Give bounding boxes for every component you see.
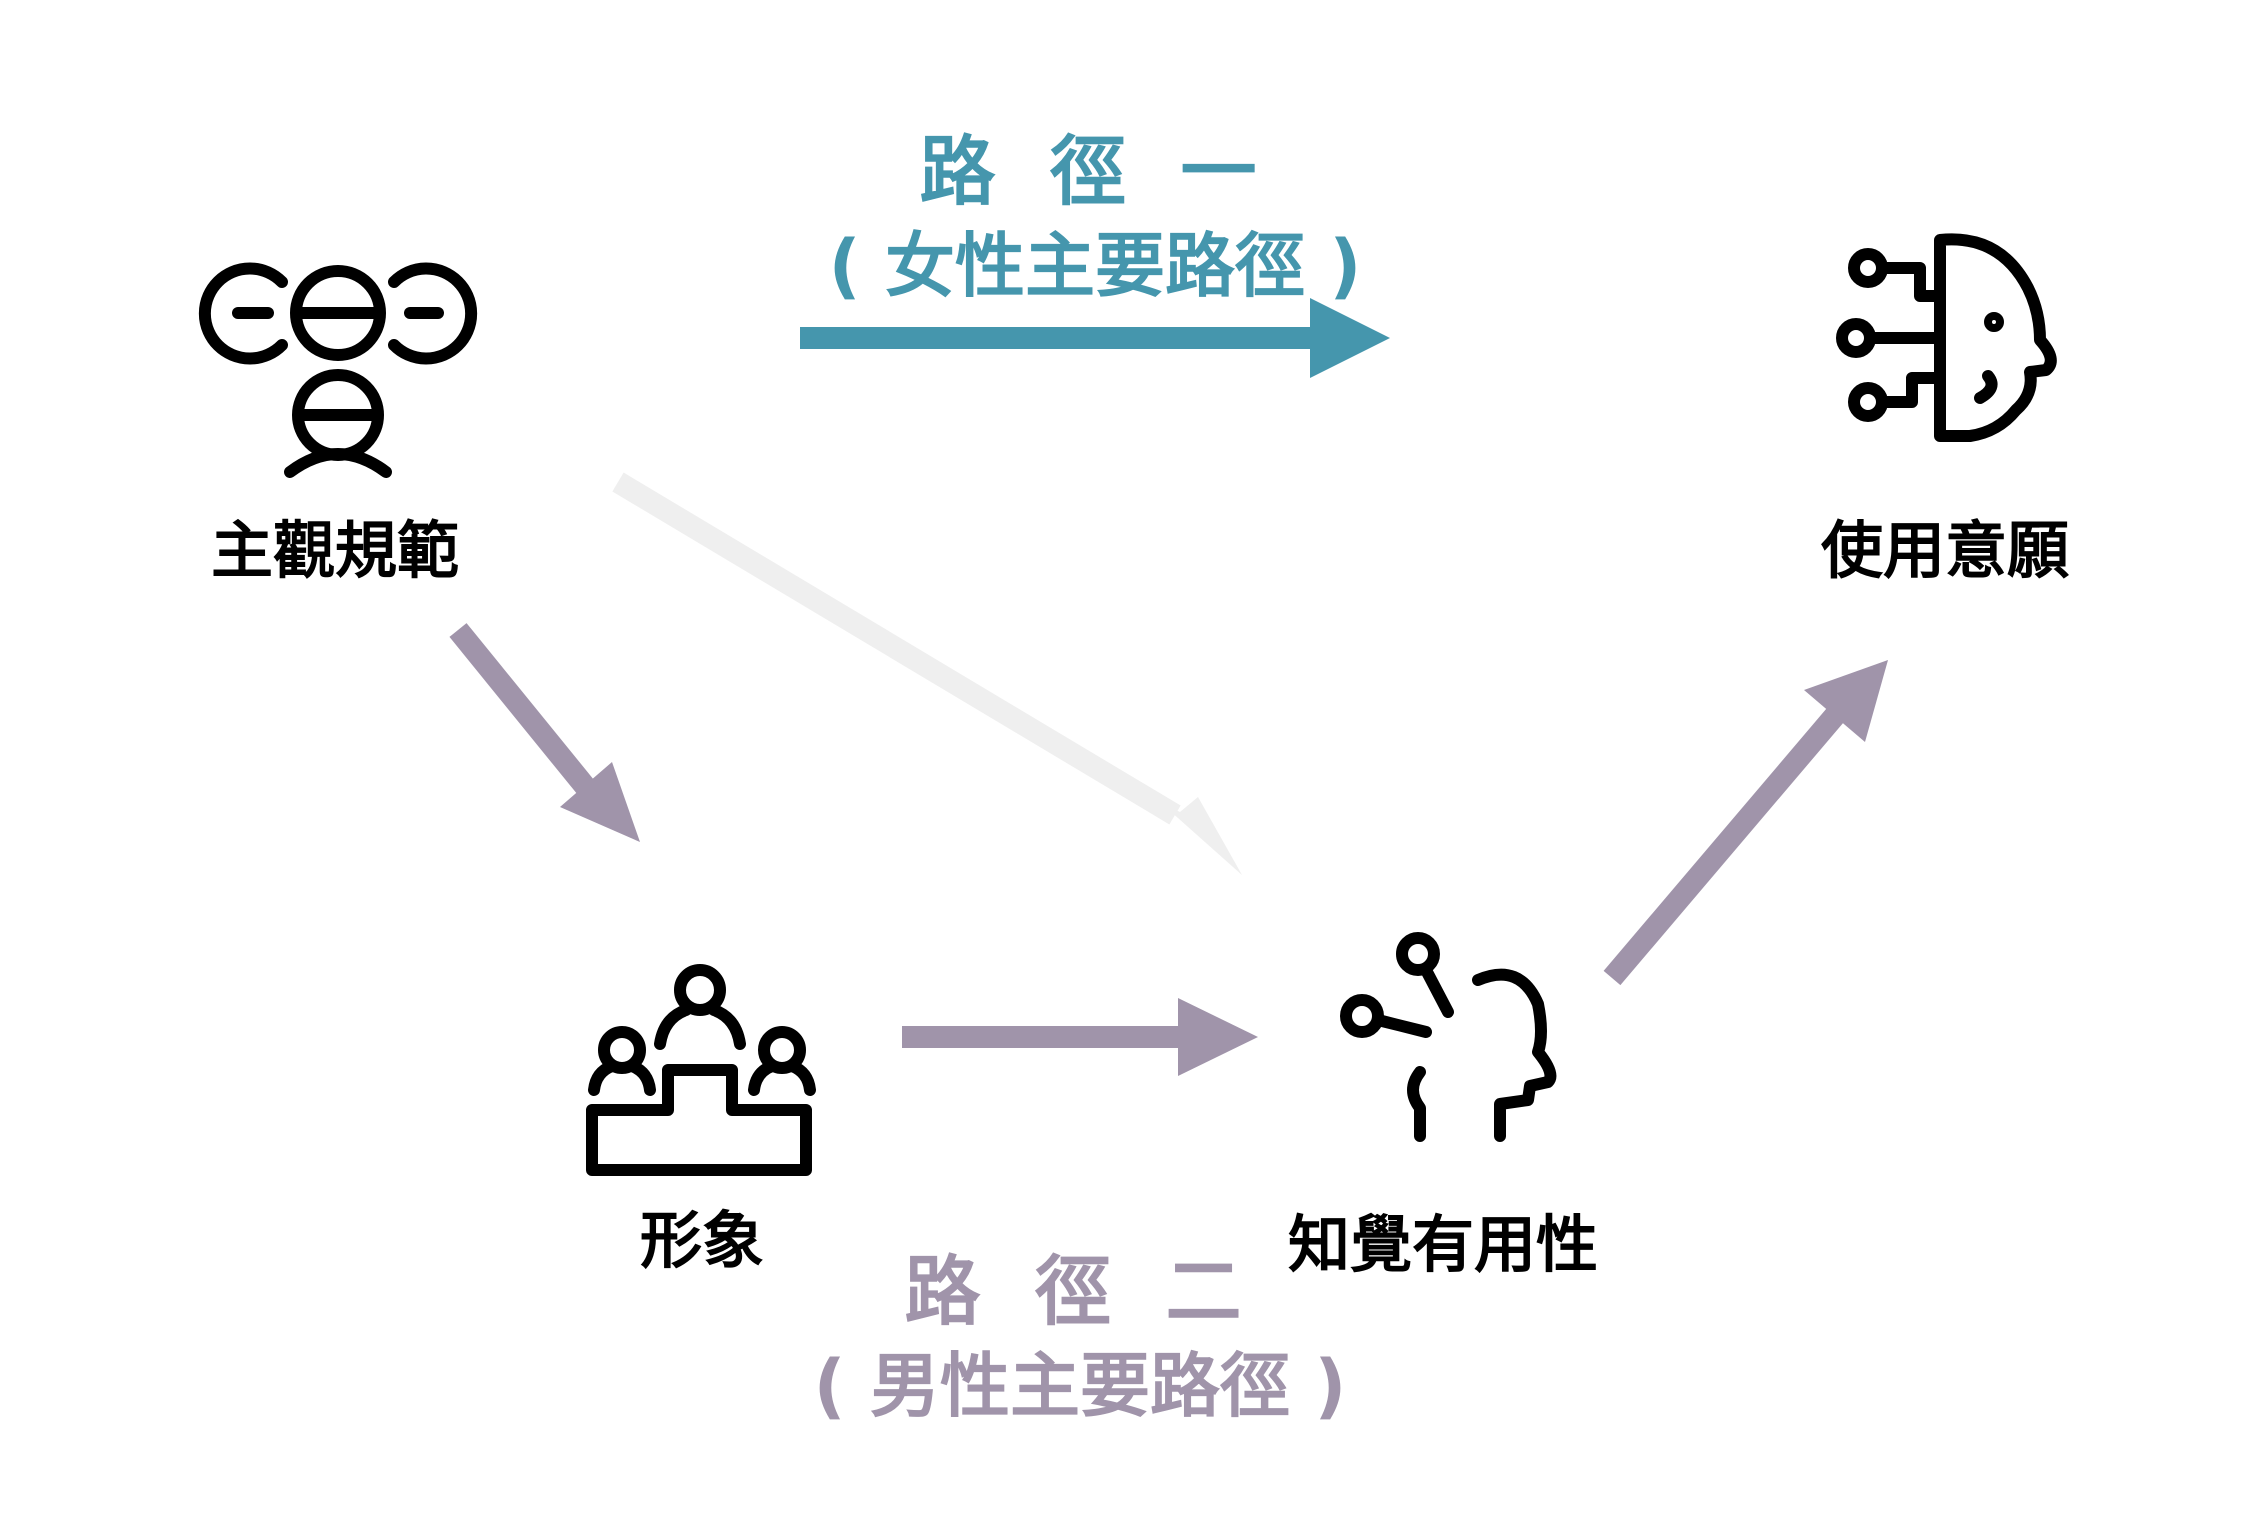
path2-subtitle: ( 男性主要路徑 ) xyxy=(814,1345,1347,1427)
path1-title: 路 徑 一 xyxy=(920,127,1271,216)
path1-subtitle: ( 女性主要路徑 ) xyxy=(829,225,1362,307)
arrow-usefulness-to-intention-shaft xyxy=(1603,704,1847,986)
path2-title: 路 徑 二 xyxy=(905,1247,1256,1336)
arrow-usefulness-to-intention xyxy=(1603,660,1888,986)
faded-arrow-head xyxy=(1160,797,1242,875)
arrow-image-to-usefulness-head xyxy=(1178,998,1258,1076)
node-image-label: 形象 xyxy=(640,1204,764,1277)
brain-faces-icon xyxy=(198,262,478,478)
podium-people-icon xyxy=(586,964,816,1176)
faded-diagonal-arrow xyxy=(612,472,1242,875)
node-subjective-norm-label: 主觀規範 xyxy=(211,514,459,587)
arrow-norm-to-image-shaft xyxy=(449,623,597,797)
arrow-image-to-usefulness xyxy=(902,998,1258,1076)
arrow-usefulness-to-intention-head xyxy=(1804,660,1888,742)
ai-head-circuit-icon xyxy=(1836,233,2057,442)
node-perceived-usefulness-label: 知覺有用性 xyxy=(1288,1208,1598,1281)
faded-arrow-shaft xyxy=(612,472,1181,825)
path1-arrow xyxy=(800,298,1390,378)
arrow-norm-to-image xyxy=(449,623,640,842)
path1-arrow-head xyxy=(1310,298,1390,378)
arrow-norm-to-image-head xyxy=(560,762,640,842)
head-nodes-icon xyxy=(1340,932,1557,1142)
node-intention-label: 使用意願 xyxy=(1821,514,2069,587)
